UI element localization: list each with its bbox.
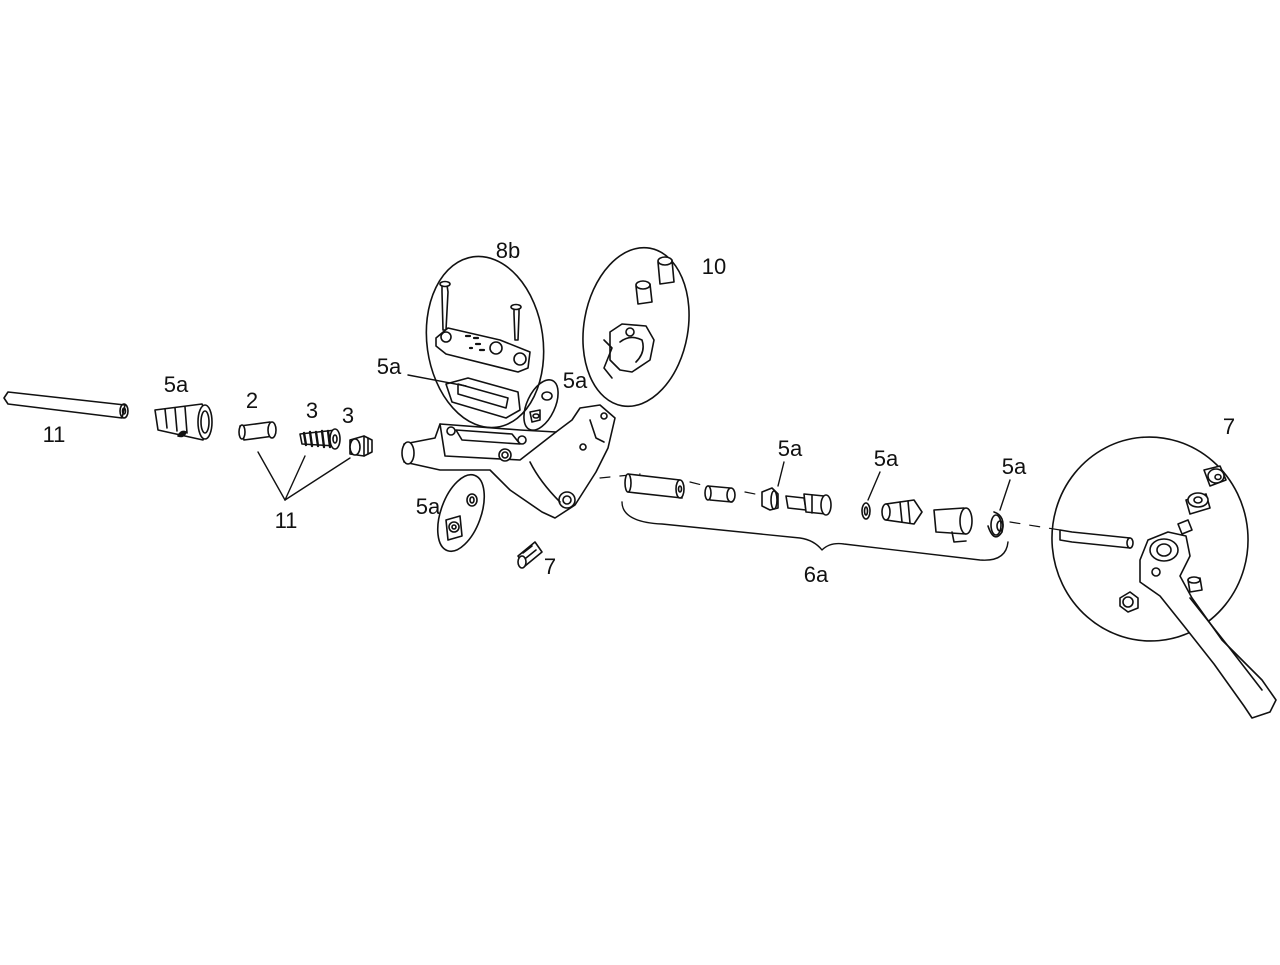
callout-11-group: 11 (275, 508, 298, 533)
callout-3-nut: 3 (342, 403, 354, 428)
callout-7-pin: 7 (544, 554, 556, 579)
cylinder-part-2 (238, 421, 277, 441)
reservoir-cover-group (407, 255, 545, 429)
callout-5a-sleeve: 5a (164, 372, 189, 397)
callout-5a-clip: 5a (1002, 454, 1027, 479)
callout-labels: 11 5a 2 3 3 11 8b 10 5a 5a 5a 7 5a 5a 5a… (43, 238, 1236, 587)
lever-pin-part (1059, 529, 1134, 549)
piston-assembly-parts (624, 473, 1004, 543)
callout-5a-bleed: 5a (416, 494, 441, 519)
callout-5a-seal: 5a (874, 446, 899, 471)
callout-2: 2 (246, 388, 258, 413)
callout-leaders (777, 461, 1011, 511)
pushrod-part (3, 391, 129, 419)
pin-part (517, 541, 543, 569)
bleed-screw-group (436, 473, 486, 553)
clamp-group (582, 246, 690, 408)
oring-port-group (523, 379, 559, 431)
callout-11-left: 11 (43, 422, 66, 447)
callout-10: 10 (702, 254, 726, 279)
lever-group (1051, 436, 1277, 719)
boot-sleeve-part (154, 403, 213, 441)
callout-5a-diaphragm: 5a (377, 354, 402, 379)
callout-lines-11 (257, 451, 351, 501)
master-cylinder-body (401, 404, 616, 519)
callout-3-spring: 3 (306, 398, 318, 423)
callout-7-lever: 7 (1223, 414, 1235, 439)
assembly-brace-6a (621, 501, 1009, 561)
nut-part (349, 435, 373, 457)
callout-6a: 6a (804, 562, 829, 587)
callout-5a-cup: 5a (778, 436, 803, 461)
callout-8b: 8b (496, 238, 520, 263)
spring-screw-part (299, 428, 341, 450)
callout-5a-oring: 5a (563, 368, 588, 393)
